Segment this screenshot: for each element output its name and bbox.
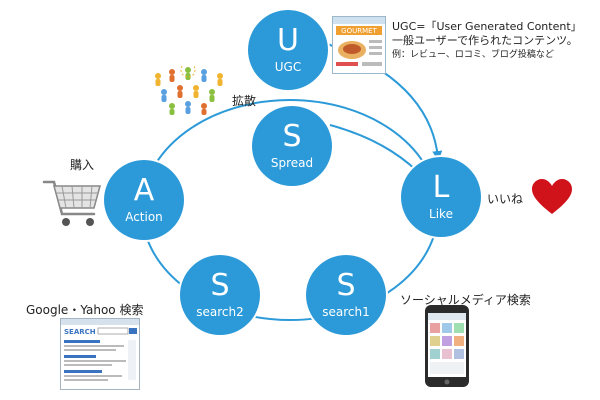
search-results-thumbnail: SEARCH <box>60 318 140 390</box>
node-search2-sub: search2 <box>196 305 244 319</box>
ugc-desc-line1: UGC=「User Generated Content」 <box>392 20 582 33</box>
ugc-desc-line3: 例：レビュー、ロコミ、ブログ投稿など <box>392 50 554 60</box>
ugc-description: UGC=「User Generated Content」 一般ユーザーで作られた… <box>392 20 582 62</box>
node-like-letter: L <box>432 170 450 205</box>
node-action-letter: A <box>133 173 155 208</box>
label-konyu: 購入 <box>70 158 95 172</box>
label-kakusan: 拡散 <box>232 94 257 108</box>
node-like: L Like <box>401 157 481 237</box>
node-like-sub: Like <box>429 207 453 221</box>
node-search2-letter: S <box>210 268 230 303</box>
node-spread: S Spread <box>252 106 332 186</box>
label-social-search: ソーシャルメディア検索 <box>400 293 531 307</box>
node-search2: S search2 <box>180 255 260 335</box>
gourmet-title: GOURMET <box>341 27 377 35</box>
node-search1-letter: S <box>336 268 356 303</box>
gourmet-review-thumbnail: GOURMET <box>332 16 386 74</box>
label-web-search: Google・Yahoo 検索 <box>26 303 144 317</box>
label-iine: いいね <box>487 192 524 206</box>
ugc-desc-line2: 一般ユーザーで作られたコンテンツ。 <box>392 34 578 47</box>
shopping-cart-icon <box>40 176 104 232</box>
heart-icon <box>530 178 574 216</box>
node-action-sub: Action <box>125 210 163 224</box>
node-ugc-sub: UGC <box>274 60 302 74</box>
node-search1-sub: search1 <box>322 305 370 319</box>
node-search1: S search1 <box>306 255 386 335</box>
crowd-illustration <box>150 62 230 116</box>
node-spread-letter: S <box>282 119 302 154</box>
arrow-spread-to-like <box>329 124 421 175</box>
smartphone-icon <box>424 304 470 388</box>
search-title: SEARCH <box>64 328 96 336</box>
node-action: A Action <box>104 160 184 240</box>
node-spread-sub: Spread <box>270 156 314 170</box>
node-ugc-letter: U <box>277 23 299 58</box>
node-ugc: U UGC <box>248 10 328 90</box>
